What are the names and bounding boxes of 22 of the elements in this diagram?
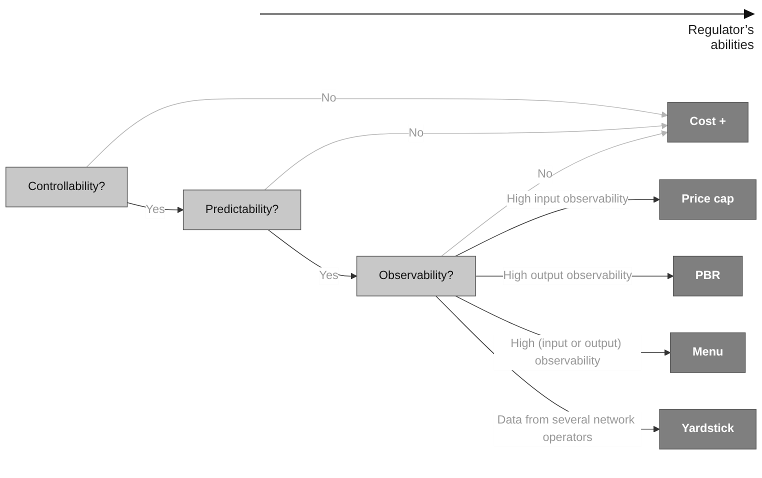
arrow [435, 295, 660, 432]
edge-label: No [321, 92, 336, 104]
node-box: Yardstick [659, 408, 756, 449]
edge-label: High output observability [503, 268, 632, 282]
node-box: Menu [670, 332, 746, 372]
edge-label: High input observability [506, 192, 628, 205]
node-box: Predictability? [182, 189, 302, 230]
edge-label: No [537, 168, 552, 180]
node-box: Observability? [356, 255, 476, 296]
arrow [264, 122, 668, 190]
node-box: Controllability? [6, 166, 128, 207]
node-box: PBR [672, 255, 743, 296]
edge-label: Yes [319, 268, 338, 282]
axis-label: Regulator’s abilities [686, 22, 754, 52]
arrow [268, 228, 358, 279]
edge-label: High (input or output) observability [510, 336, 622, 367]
node-box: Price cap [659, 178, 756, 220]
node-box: Cost + [667, 102, 748, 142]
edge-label: Data from several network operators [497, 413, 635, 444]
arrow [86, 98, 668, 168]
edge-label: Yes [146, 202, 165, 216]
edge-label: No [408, 126, 424, 139]
